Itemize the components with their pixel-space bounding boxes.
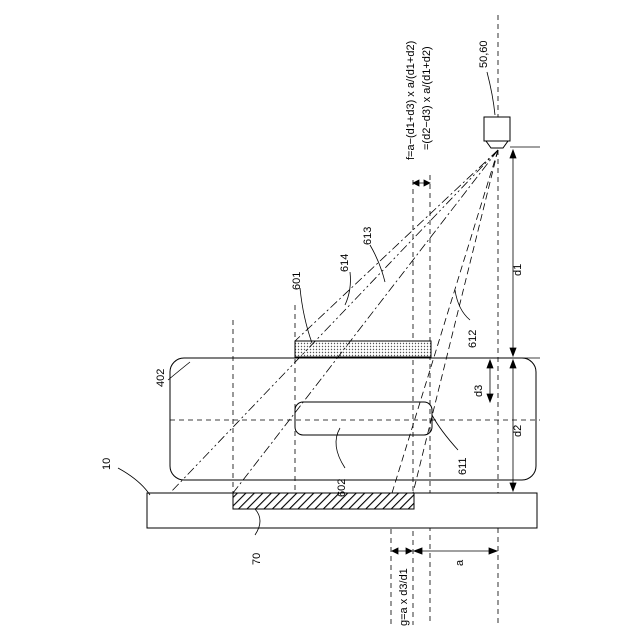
- label-d1: d1: [512, 264, 524, 276]
- label-602: 602: [336, 479, 348, 497]
- labels: 50,60 10 402 70 601 602 611 612 613 614 …: [101, 40, 524, 626]
- label-body: 402: [155, 369, 167, 387]
- label-601: 601: [291, 272, 303, 290]
- label-target: 70: [251, 553, 263, 565]
- label-a: a: [454, 559, 466, 566]
- sensor-icon: [484, 117, 540, 148]
- label-plate: 10: [101, 458, 113, 470]
- label-613: 613: [362, 227, 374, 245]
- ray-613: [233, 150, 498, 493]
- shade-601: [295, 341, 431, 357]
- label-611: 611: [457, 457, 469, 475]
- shade-602: [295, 402, 432, 435]
- label-d2: d2: [512, 425, 524, 437]
- body-402: [170, 358, 536, 480]
- label-sensor: 50,60: [478, 40, 490, 68]
- dimension-g: [392, 548, 412, 554]
- dimension-f: [413, 180, 430, 186]
- formula-f-line1: f=a−(d1+d3) x a/(d1+d2): [405, 41, 417, 160]
- ray-612: [392, 150, 498, 493]
- ray-614: [170, 150, 498, 493]
- label-614: 614: [339, 254, 351, 272]
- formula-f-line2: =(d2−d3) x a/(d1+d2): [421, 46, 433, 150]
- dimension-d1: [505, 150, 540, 358]
- leader-lines: [118, 72, 495, 535]
- dimension-a: [414, 548, 497, 554]
- reference-lines: [170, 15, 540, 625]
- label-612: 612: [467, 330, 479, 348]
- label-d3: d3: [473, 385, 485, 397]
- target-70: [233, 493, 414, 509]
- dimension-d3: [487, 360, 493, 402]
- formula-g: g=a x d3/d1: [398, 568, 410, 626]
